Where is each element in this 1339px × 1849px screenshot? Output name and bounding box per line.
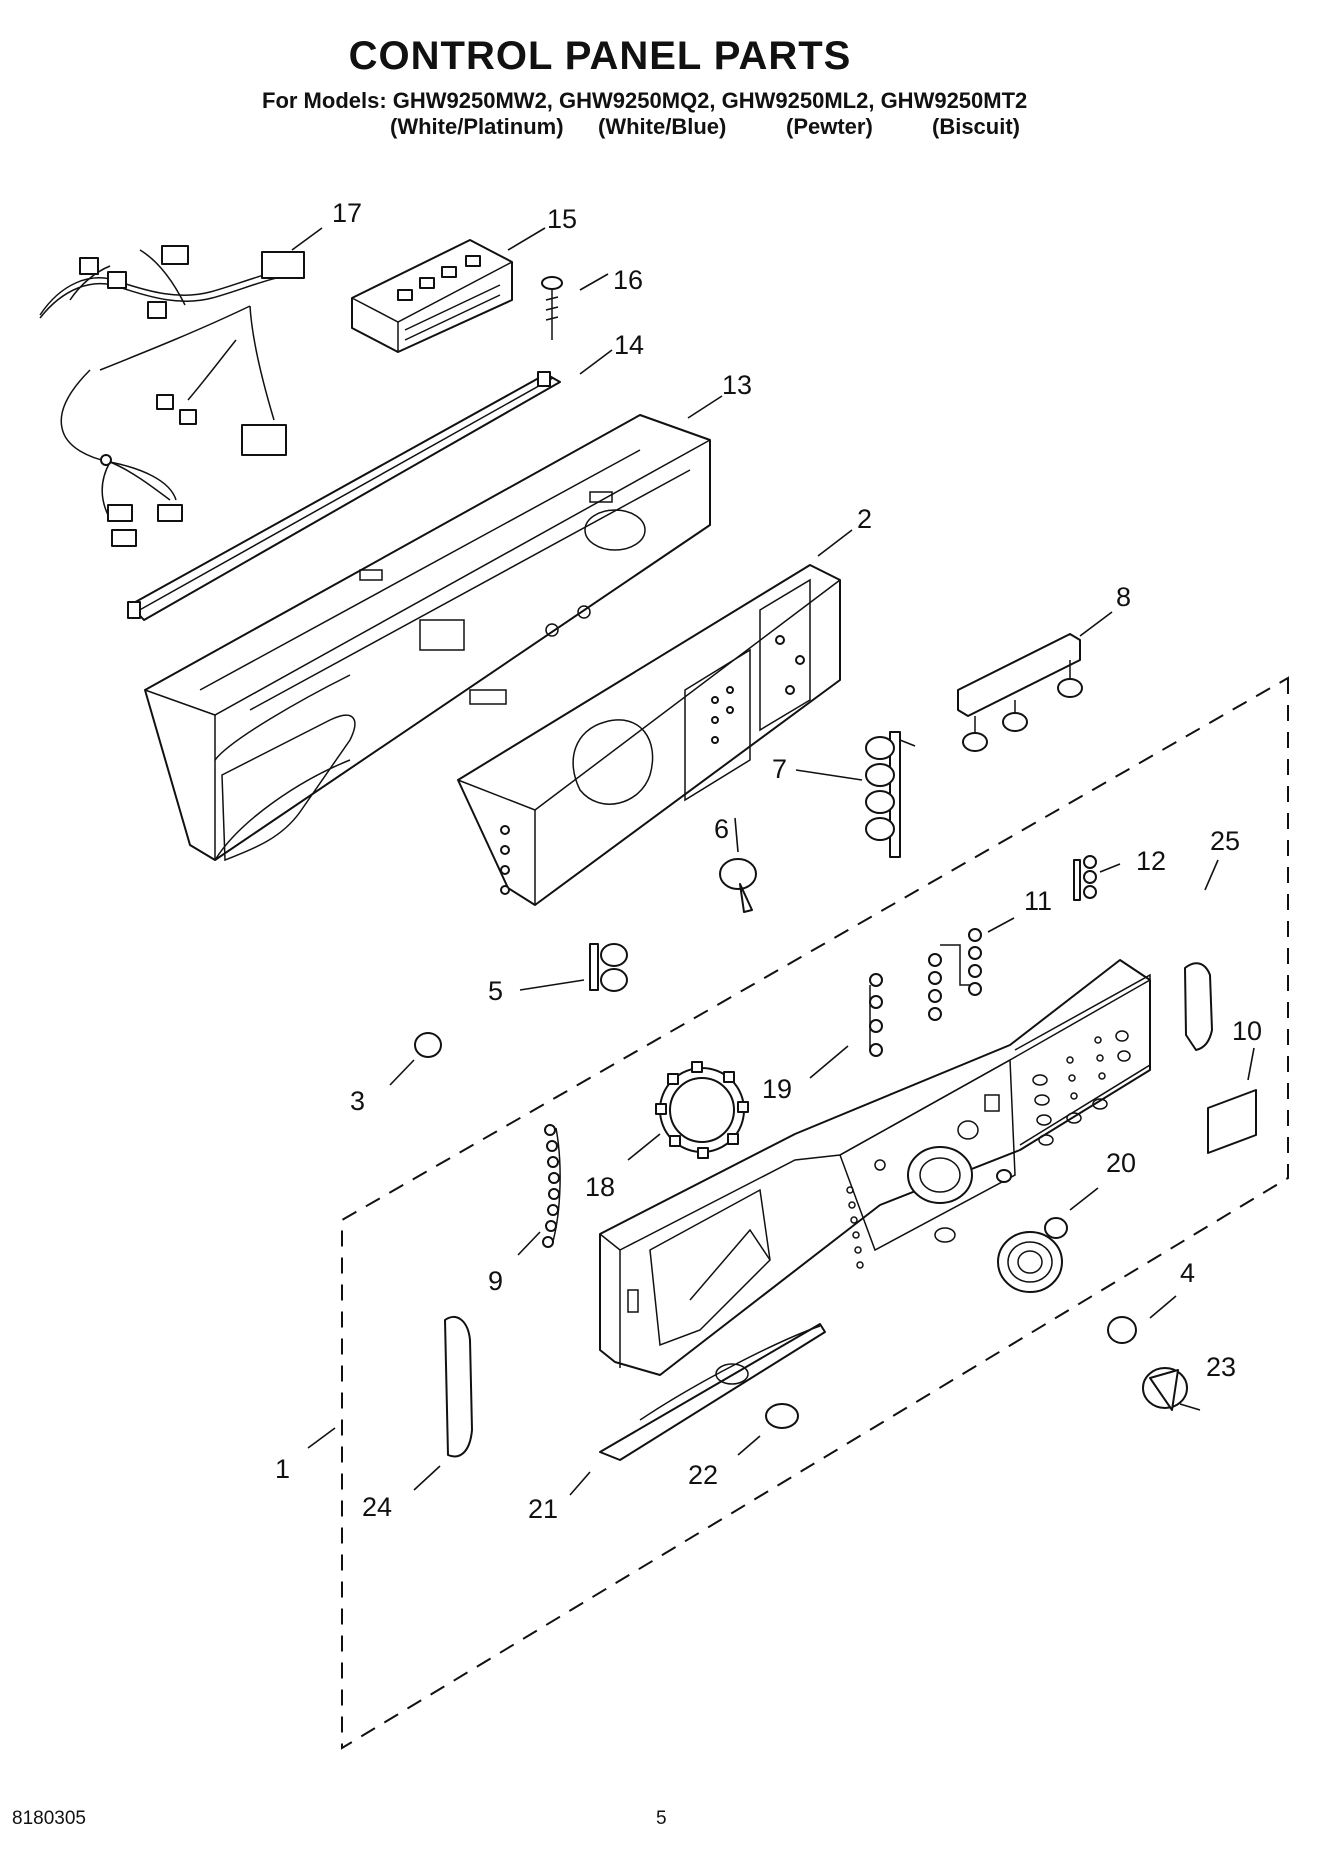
callout-1: 1 (275, 1454, 290, 1484)
callout-20: 20 (1106, 1148, 1136, 1178)
callout-21: 21 (528, 1494, 558, 1524)
callout-9: 9 (488, 1266, 503, 1296)
finish-white-platinum: (White/Platinum) (390, 114, 564, 139)
callout-2: 2 (857, 504, 872, 534)
callout-7: 7 (772, 754, 787, 784)
page-number: 5 (656, 1808, 667, 1829)
part-21-lens-strip (599, 1323, 826, 1461)
page-title: CONTROL PANEL PARTS (348, 34, 852, 78)
part-18-led-ring (655, 1061, 749, 1159)
callout-17: 17 (332, 198, 362, 228)
callout-4: 4 (1180, 1258, 1195, 1288)
callout-12: 12 (1136, 846, 1166, 876)
part-9-led-column (542, 1124, 561, 1248)
part-14-trim-strip (127, 371, 561, 621)
part-5-dual-button (589, 943, 628, 992)
callout-13: 13 (722, 370, 752, 400)
part-15-control-module (351, 239, 513, 353)
callout-14: 14 (614, 330, 644, 360)
part-3-button-cap (414, 1032, 442, 1058)
callout-19: 19 (762, 1074, 792, 1104)
part-20-bezel-ring (997, 1217, 1068, 1293)
callout-16: 16 (613, 265, 643, 295)
leader-lines (291, 227, 1255, 1496)
assembly-boundary (341, 676, 1289, 1750)
callout-23: 23 (1206, 1352, 1236, 1382)
part-11-led-board (928, 928, 982, 1021)
part-19-led-board (869, 973, 883, 1057)
part-10-label (1207, 1089, 1257, 1154)
callout-24: 24 (362, 1492, 392, 1522)
part-24-side-trim (444, 1315, 473, 1458)
part-25-side-trim (1184, 962, 1213, 1051)
callout-8: 8 (1116, 582, 1131, 612)
part-4-button-cap (1107, 1316, 1137, 1344)
part-2-control-board (457, 564, 841, 906)
part-8-button-bracket (957, 633, 1083, 752)
part-12-led-strip (1073, 855, 1097, 901)
part-13-console-housing (144, 414, 711, 862)
finish-white-blue: (White/Blue) (598, 114, 727, 139)
models-line: For Models: GHW9250MW2, GHW9250MQ2, GHW9… (262, 88, 1028, 113)
part-16-screw (541, 276, 563, 340)
callout-3: 3 (350, 1086, 365, 1116)
callout-numbers: 1 2 3 4 5 6 7 8 9 10 11 12 13 14 15 16 1… (275, 198, 1262, 1524)
callout-25: 25 (1210, 826, 1240, 856)
document-number: 8180305 (12, 1808, 86, 1829)
part-1-console-fascia (599, 959, 1151, 1376)
callout-6: 6 (714, 814, 729, 844)
callout-15: 15 (547, 204, 577, 234)
callout-11: 11 (1024, 886, 1052, 916)
part-7-button-strip (865, 731, 916, 858)
callout-18: 18 (585, 1172, 615, 1202)
finish-biscuit: (Biscuit) (932, 114, 1020, 139)
callout-22: 22 (688, 1460, 718, 1490)
part-23-knob (1142, 1367, 1188, 1411)
part-17-wire-harness (39, 245, 305, 547)
finish-pewter: (Pewter) (786, 114, 873, 139)
part-22-lens (765, 1403, 799, 1429)
callout-5: 5 (488, 976, 503, 1006)
part-6-knob (719, 858, 757, 913)
callout-10: 10 (1232, 1016, 1262, 1046)
